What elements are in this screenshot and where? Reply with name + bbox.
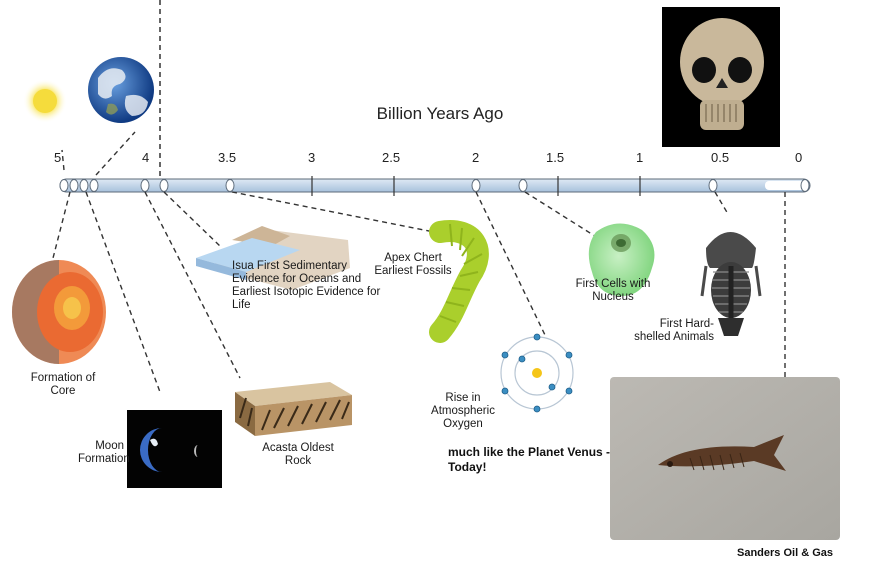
event-label-cells: First Cells with Nucleus xyxy=(574,278,652,304)
event-label-apex: Apex Chert Earliest Fossils xyxy=(372,252,454,278)
credit-text: Sanders Oil & Gas xyxy=(737,547,833,559)
rock-strata-icon xyxy=(235,382,352,436)
fossil-worm-icon xyxy=(440,224,482,332)
tick-label: 1.5 xyxy=(546,150,564,165)
event-label-core: Formation of Core xyxy=(24,372,102,398)
oxygen-atom-icon xyxy=(501,334,573,412)
diagram-title: Billion Years Ago xyxy=(330,104,550,124)
earth-icon xyxy=(88,57,154,123)
tick-label: 2.5 xyxy=(382,150,400,165)
fish-fossil-icon xyxy=(610,377,840,540)
tick-label: 4 xyxy=(142,150,149,165)
tick-label: 3.5 xyxy=(218,150,236,165)
tick-label: 2 xyxy=(472,150,479,165)
event-label-isua: Isua First Sedimentary Evidence for Ocea… xyxy=(232,260,382,312)
event-label-acasta: Acasta Oldest Rock xyxy=(258,442,338,468)
tick-label: 0 xyxy=(795,150,802,165)
tick-label: 0.5 xyxy=(711,150,729,165)
timeline-bar xyxy=(60,176,810,196)
event-label-oxygen: Rise in Atmospheric Oxygen xyxy=(425,392,501,431)
tick-label: 1 xyxy=(636,150,643,165)
venus-note: much like the Planet Venus - Today! xyxy=(448,445,613,475)
tick-label: 5 xyxy=(54,150,61,165)
tick-label: 3 xyxy=(308,150,315,165)
earth-core-icon xyxy=(12,260,106,364)
skull-icon xyxy=(662,7,780,147)
sun-icon xyxy=(23,79,67,123)
moon-formation-icon xyxy=(127,410,222,488)
event-label-moon: Moon Formation xyxy=(78,440,124,466)
event-label-shelled: First Hard-shelled Animals xyxy=(634,318,714,344)
